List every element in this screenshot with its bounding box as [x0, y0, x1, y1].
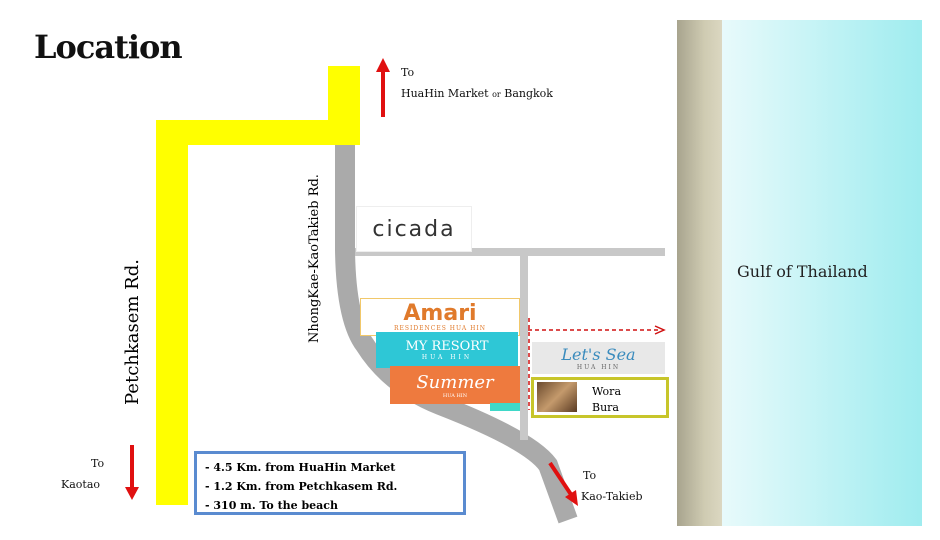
sea-label: Gulf of Thailand: [737, 262, 868, 281]
side-road-vertical: [520, 250, 528, 440]
southeast-to: To: [583, 469, 597, 482]
arrow-southeast: [548, 461, 578, 506]
north-destination: HuaHin Market or Bangkok: [401, 87, 553, 100]
petchkasem-road-label: Petchkasem Rd.: [122, 259, 143, 405]
arrow-southwest: [125, 445, 139, 500]
side-road-horizontal: [355, 248, 665, 256]
beach-sand: [677, 20, 723, 526]
petchkasem-road: [156, 66, 360, 505]
dashed-route-arrow: [528, 318, 666, 410]
wora-bura-line2: Bura: [592, 401, 619, 414]
info-line: - 310 m. To the beach: [205, 499, 338, 512]
north-to: To: [401, 66, 415, 79]
wora-bura-line1: Wora: [592, 385, 621, 398]
arrow-north: [376, 58, 390, 117]
cicada-logo: cicada: [356, 206, 472, 252]
southwest-destination: Kaotao: [61, 478, 100, 491]
info-line: - 4.5 Km. from HuaHin Market: [205, 461, 396, 474]
teal-block: [490, 403, 520, 411]
distance-info-box: - 4.5 Km. from HuaHin Market - 1.2 Km. f…: [194, 451, 466, 515]
nhongkae-road-label: NhongKae-KaoTakieb Rd.: [307, 174, 322, 343]
southwest-to: To: [91, 457, 105, 470]
info-line: - 1.2 Km. from Petchkasem Rd.: [205, 480, 398, 493]
wora-bura-marker: Wora Bura: [531, 377, 669, 418]
page-title: Location: [34, 28, 183, 66]
wora-bura-logo: [537, 382, 577, 412]
southeast-destination: Kao-Takieb: [581, 490, 643, 503]
sea-area: [722, 20, 922, 526]
